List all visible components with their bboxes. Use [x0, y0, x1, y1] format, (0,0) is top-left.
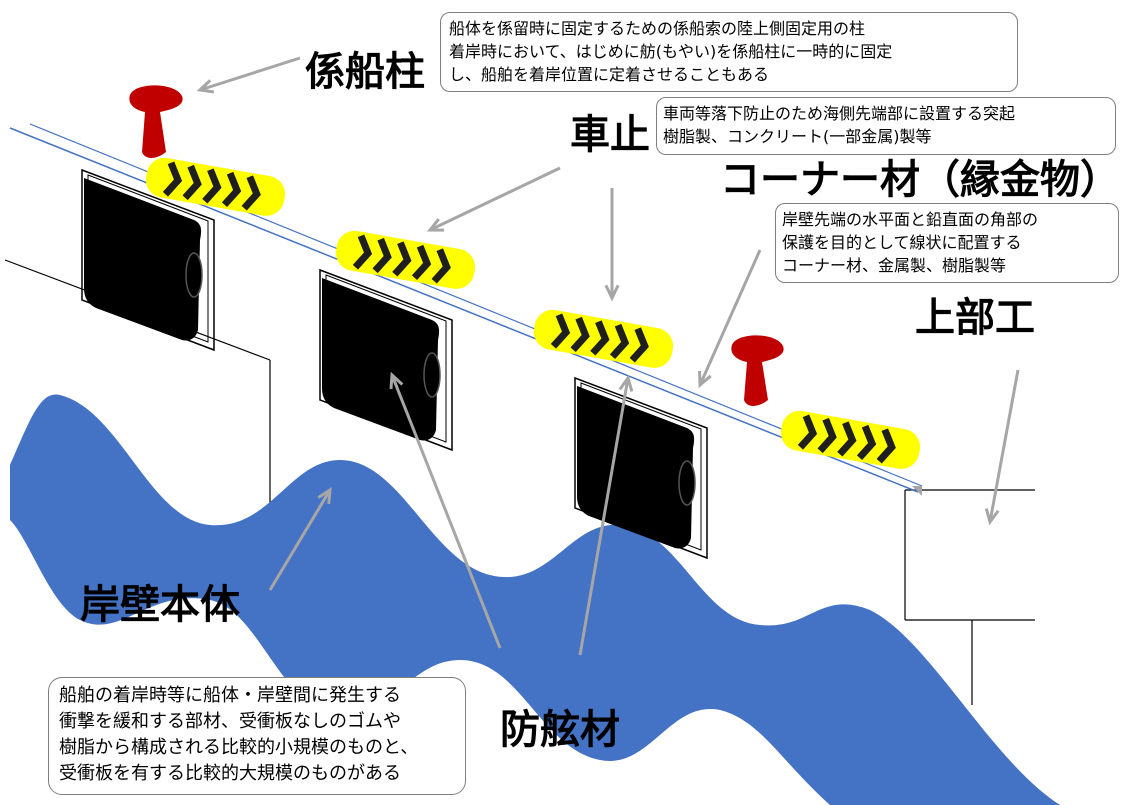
bollard-left	[129, 85, 183, 158]
description-line: コーナー材、金属製、樹脂製等	[782, 256, 1007, 275]
label-bollard: 係船柱	[305, 49, 425, 95]
pointer-arrow	[698, 249, 762, 389]
label-wheel-stop: 車止	[570, 112, 650, 158]
description-line: 船舶の着岸時等に船体・岸壁間に発生する	[59, 685, 401, 706]
fenders	[81, 168, 708, 560]
description-line: し、船舶を着岸位置に定着させることもある	[449, 65, 770, 84]
label-quay-body: 岸壁本体	[80, 582, 240, 628]
description-bollard: 船体を係留時に固定するための係船索の陸上側固定用の柱 着岸時において、はじめに舫…	[440, 12, 1018, 92]
description-line: 岸壁先端の水平面と鉛直面の角部の	[782, 210, 1039, 229]
description-line: 車両等落下防止のため海側先端部に設置する突起	[663, 104, 1016, 123]
description-corner-material: 岸壁先端の水平面と鉛直面の角部の 保護を目的として線状に配置する コーナー材、金…	[775, 203, 1119, 283]
pointer-arrows	[196, 56, 1020, 656]
bollard-right	[731, 335, 784, 406]
water-wave	[10, 394, 1060, 805]
fender	[319, 268, 453, 452]
pointer-arrow	[426, 166, 561, 232]
wheel-stop	[780, 410, 921, 469]
pointer-arrow	[604, 188, 620, 302]
label-superstructure: 上部工	[915, 295, 1035, 341]
label-corner-material: コーナー材（縁金物）	[720, 157, 1120, 203]
wheel-stop	[335, 230, 476, 289]
description-line: 船体を係留時に固定するための係船索の陸上側固定用の柱	[449, 19, 866, 38]
wheel-stop	[533, 309, 674, 368]
pointer-arrow	[389, 371, 502, 649]
wheel-stop	[145, 157, 286, 216]
description-fender: 船舶の着岸時等に船体・岸壁間に発生する 衝撃を緩和する部材、受衝板なしのゴムや …	[48, 677, 466, 795]
pointer-arrow	[196, 56, 301, 94]
description-line: 衝撃を緩和する部材、受衝板なしのゴムや	[59, 711, 401, 732]
description-line: 着岸時において、はじめに舫(もやい)を係船柱に一時的に固定	[449, 42, 893, 61]
fender	[81, 168, 215, 352]
description-line: 受衝板を有する比較的大規模のものがある	[59, 763, 401, 784]
wheel-stops	[145, 157, 921, 469]
description-line: 樹脂製、コンクリート(一部金属)製等	[663, 127, 932, 146]
pointer-arrow	[578, 374, 634, 656]
pointer-arrow	[268, 487, 332, 591]
pointer-arrow	[984, 369, 1020, 526]
description-wheel-stop: 車両等落下防止のため海側先端部に設置する突起 樹脂製、コンクリート(一部金属)製…	[656, 97, 1116, 155]
description-line: 保護を目的として線状に配置する	[782, 233, 1022, 252]
label-fender: 防舷材	[500, 707, 620, 753]
description-line: 樹脂から構成される比較的小規模のものと、	[59, 737, 419, 758]
